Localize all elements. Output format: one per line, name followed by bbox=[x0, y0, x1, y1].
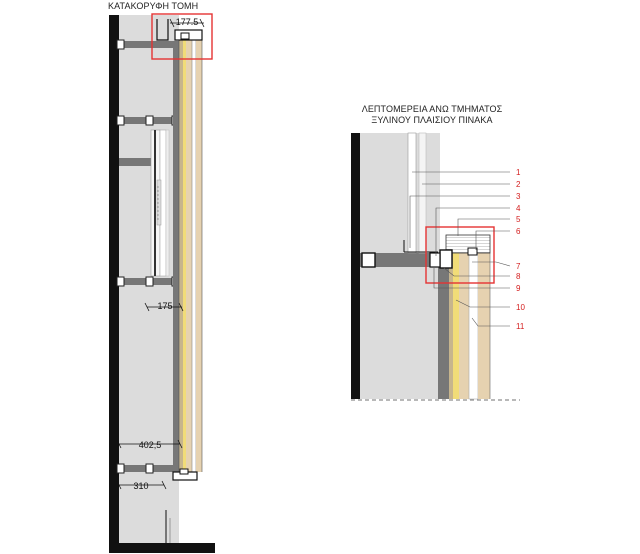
anchor-block bbox=[145, 463, 154, 474]
detail-label-3: 3 bbox=[516, 192, 521, 201]
detail-title-line1: ΛΕΠΤΟΜΕΡΕΙΑ ΑΝΩ ΤΜΗΜΑΤΟΣ bbox=[361, 104, 503, 114]
detail-label-8: 8 bbox=[516, 272, 521, 281]
dimension-lower-1: 402,5 bbox=[139, 440, 162, 450]
dim-tick bbox=[169, 18, 175, 28]
detail-panel-wood bbox=[459, 253, 469, 399]
dim-tick bbox=[177, 439, 183, 449]
anchor-block bbox=[116, 39, 125, 50]
panel-wood bbox=[196, 40, 202, 472]
dimension-lines bbox=[116, 18, 205, 490]
display-glass bbox=[165, 129, 170, 277]
dimension-top: 177.5 bbox=[176, 17, 199, 27]
leader-5 bbox=[457, 218, 510, 236]
detail-label-11: 11 bbox=[516, 322, 525, 331]
detail-panel-gap bbox=[468, 252, 479, 400]
detail-anchor-block bbox=[361, 252, 376, 268]
leader-11 bbox=[471, 317, 510, 327]
detail-drawing: 1 2 3 4 5 6 7 8 9 10 11 bbox=[351, 132, 525, 401]
anchor-block bbox=[145, 276, 154, 287]
detail-label-6: 6 bbox=[516, 227, 521, 236]
detail-slab-band bbox=[360, 253, 438, 267]
display-bracket bbox=[156, 179, 162, 226]
detail-glass-panel bbox=[407, 132, 417, 254]
detail-title: ΛΕΠΤΟΜΕΡΕΙΑ ΑΝΩ ΤΜΗΜΑΤΟΣ ΞΥΛΙΝΟΥ ΠΛΑΙΣΙΟ… bbox=[352, 104, 512, 126]
leader-9 bbox=[433, 268, 510, 289]
leader-lines bbox=[409, 171, 511, 327]
detail-highlight-box bbox=[425, 226, 495, 284]
detail-label-4: 4 bbox=[516, 204, 521, 213]
dim-tick bbox=[199, 18, 205, 28]
top-bracket bbox=[156, 19, 169, 41]
anchor-block bbox=[116, 463, 125, 474]
section-title: ΚΑΤΑΚΟΡΥΦΗ ΤΟΜΗ bbox=[108, 1, 199, 11]
vertical-section: 177.5 175 402,5 310 bbox=[109, 13, 215, 553]
leader-10 bbox=[455, 299, 510, 308]
anchor-block bbox=[116, 115, 125, 126]
panel-gap bbox=[191, 39, 197, 473]
slab-band bbox=[119, 158, 151, 166]
dim-tick bbox=[144, 302, 150, 312]
detail-panel-layer bbox=[449, 253, 453, 399]
leader-4 bbox=[435, 207, 510, 256]
dim-tick bbox=[161, 480, 167, 490]
panel-layer bbox=[179, 40, 183, 472]
detail-cap-block bbox=[429, 252, 441, 268]
detail-panel-veneer bbox=[453, 253, 459, 399]
detail-label-9: 9 bbox=[516, 284, 521, 293]
dimension-mid: 175 bbox=[157, 301, 172, 311]
dim-tick bbox=[116, 439, 122, 449]
bottom-cap-inner bbox=[179, 468, 189, 475]
anchor-block bbox=[116, 276, 125, 287]
leader-8 bbox=[443, 267, 510, 277]
detail-highlight-box bbox=[151, 13, 213, 60]
panel-veneer bbox=[183, 40, 186, 472]
detail-glass-panel bbox=[418, 132, 427, 254]
top-cap-inner bbox=[180, 32, 190, 40]
display-module-core bbox=[154, 130, 156, 276]
dim-tick bbox=[116, 480, 122, 490]
dimension-lower-2: 310 bbox=[133, 481, 148, 491]
detail-label-1: 1 bbox=[516, 168, 521, 177]
support-post bbox=[173, 42, 179, 472]
leader-7 bbox=[472, 261, 511, 267]
dim-tick bbox=[178, 302, 184, 312]
detail-label-7: 7 bbox=[516, 262, 521, 271]
wall-edge bbox=[109, 15, 119, 547]
floor-slab bbox=[109, 543, 215, 553]
detail-title-line2: ΞΥΛΙΝΟΥ ΠΛΑΙΣΙΟΥ ΠΙΝΑΚΑ bbox=[371, 115, 493, 125]
anchor-block bbox=[145, 115, 154, 126]
detail-cap-notch bbox=[467, 247, 478, 256]
detail-label-10: 10 bbox=[516, 303, 525, 312]
detail-label-5: 5 bbox=[516, 215, 521, 224]
detail-label-group: 1 2 3 4 5 6 7 8 9 10 11 bbox=[516, 168, 525, 331]
panel-wood bbox=[186, 40, 192, 472]
leader-6 bbox=[475, 230, 510, 250]
detail-label-2: 2 bbox=[516, 180, 521, 189]
slab-band bbox=[119, 41, 179, 48]
leader-3 bbox=[409, 195, 510, 248]
detail-cap-profile bbox=[439, 249, 453, 269]
detail-wall-edge bbox=[351, 133, 360, 399]
detail-support-post bbox=[438, 253, 449, 399]
